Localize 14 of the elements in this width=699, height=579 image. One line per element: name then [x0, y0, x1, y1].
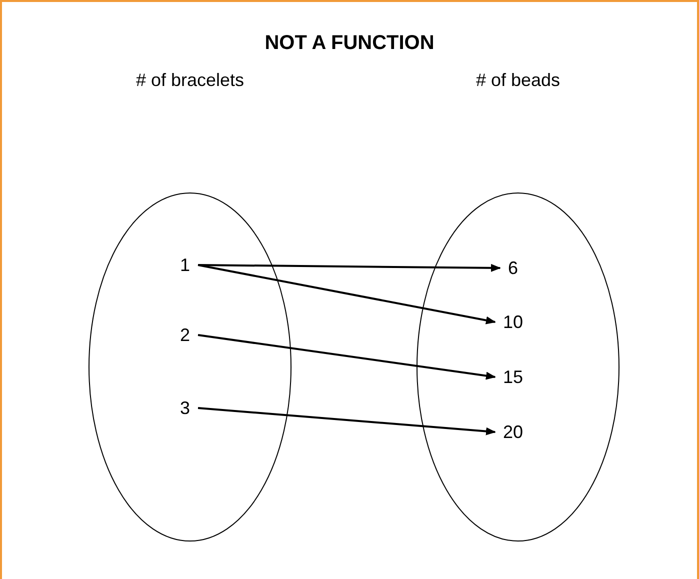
arrow [198, 264, 501, 272]
set-element: 6 [500, 256, 526, 280]
arrow [198, 407, 496, 436]
set-element: 3 [172, 396, 198, 420]
set-element: 20 [495, 420, 532, 444]
set-element: 15 [495, 365, 532, 389]
set-heading: # of bracelets [134, 70, 246, 91]
title: NOT A FUNCTION [264, 32, 436, 55]
arrow [198, 334, 496, 380]
set-heading: # of beads [474, 70, 562, 91]
arrow [198, 264, 496, 324]
set-element: 2 [172, 323, 198, 347]
set-element: 1 [172, 253, 198, 277]
set-element: 10 [495, 310, 532, 334]
